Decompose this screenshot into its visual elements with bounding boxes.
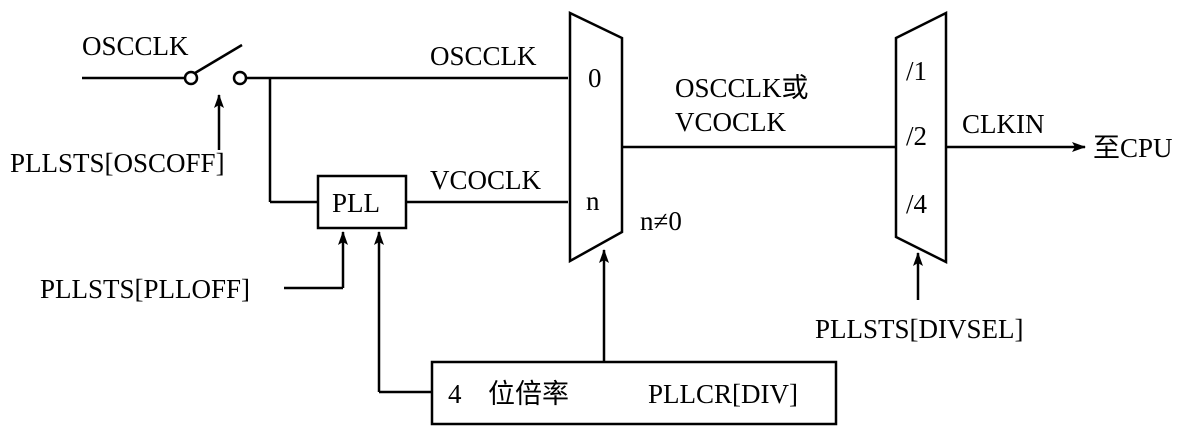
n-condition-label: n≠0 <box>640 206 682 236</box>
osc-mux-label: OSCCLK <box>430 41 537 71</box>
divsel-label: PLLSTS[DIVSEL] <box>815 314 1024 344</box>
div-by-4-label: /4 <box>906 189 928 219</box>
clock-source-mux <box>568 11 624 264</box>
vco-label: VCOCLK <box>430 165 542 195</box>
divider-mux <box>894 10 948 265</box>
oscoff-label: PLLSTS[OSCOFF] <box>10 148 225 178</box>
div-box-register: PLLCR[DIV] <box>648 379 798 409</box>
div-box-chinese: 位倍率 <box>488 379 569 409</box>
plloff-label: PLLSTS[PLLOFF] <box>40 274 250 304</box>
mux-input-n: n <box>586 186 600 216</box>
pll-box-label: PLL <box>332 188 380 218</box>
mux-output-label-line2: VCOCLK <box>675 107 787 137</box>
switch-blade <box>194 43 243 75</box>
switch-left-terminal <box>183 70 199 86</box>
to-cpu-label: 至CPU <box>1093 133 1173 163</box>
mux-input-0: 0 <box>588 63 602 93</box>
div-box-number: 4 <box>448 379 462 409</box>
div-register-box <box>430 360 838 426</box>
switch-right-terminal <box>232 70 248 86</box>
div-by-2-label: /2 <box>906 121 927 151</box>
clkin-label: CLKIN <box>962 109 1045 139</box>
mux-output-label-line1: OSCCLK或 <box>675 73 809 103</box>
div-by-1-label: /1 <box>906 56 927 86</box>
osc-input-label: OSCCLK <box>82 31 189 61</box>
